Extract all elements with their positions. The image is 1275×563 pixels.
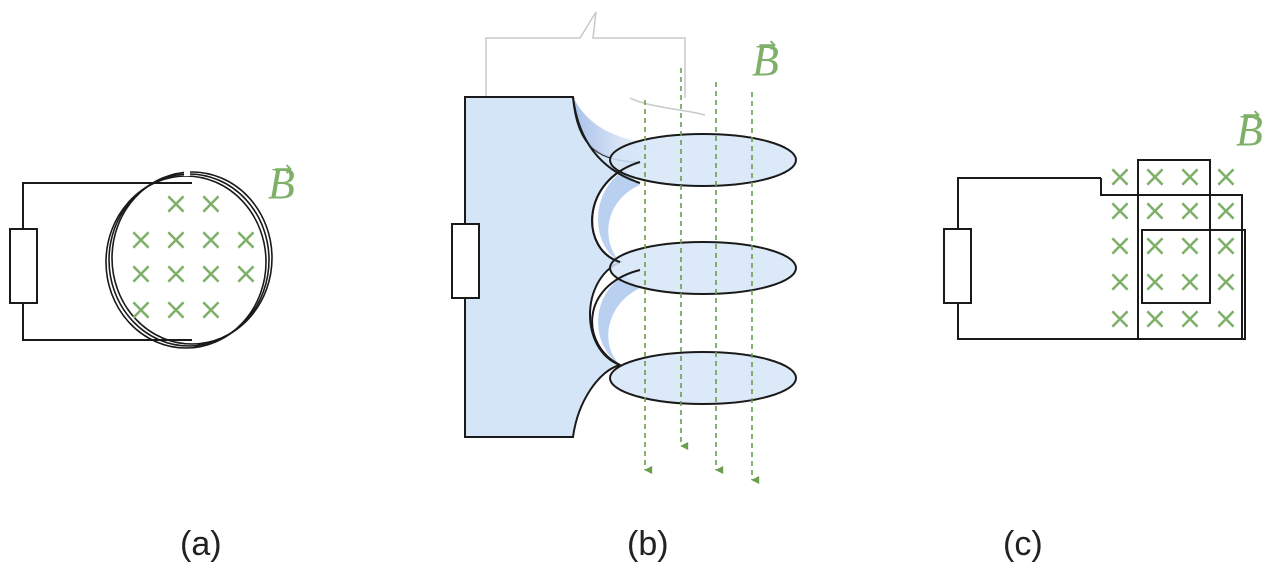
- field-cross-icon: ×: [1213, 194, 1238, 229]
- field-cross-icon: ×: [198, 257, 223, 292]
- field-cross-icon: ×: [198, 187, 223, 222]
- field-cross-icon: ×: [128, 223, 153, 258]
- panel-a-caption: (a): [180, 525, 222, 563]
- panel-b-field-arrows: [644, 68, 760, 484]
- field-cross-icon: ×: [163, 223, 188, 258]
- field-cross-icon: ×: [1213, 302, 1238, 337]
- field-cross-icon: ×: [1213, 229, 1238, 264]
- field-cross-icon: ×: [1142, 194, 1167, 229]
- panel-a-field-label: B: [268, 159, 295, 208]
- panel-c-resistor: [943, 228, 972, 304]
- field-cross-icon: ×: [1142, 160, 1167, 195]
- panel-a-resistor: [9, 228, 38, 304]
- field-cross-icon: ×: [1177, 194, 1202, 229]
- field-cross-icon: ×: [1107, 160, 1132, 195]
- field-cross-icon: ×: [1107, 302, 1132, 337]
- field-cross-icon: ×: [163, 293, 188, 328]
- panel-a-vector-arrow: →: [274, 157, 292, 182]
- panel-c-vector-arrow: →: [1242, 103, 1260, 128]
- field-cross-icon: ×: [1177, 302, 1202, 337]
- panel-a: ××××××××××××× B → (a): [9, 157, 295, 563]
- field-cross-icon: ×: [128, 293, 153, 328]
- panel-c-field-label: B: [1236, 106, 1263, 155]
- field-cross-icon: ×: [1213, 160, 1238, 195]
- panel-a-circuit-wire: [22, 182, 192, 341]
- field-cross-icon: ×: [163, 187, 188, 222]
- panel-c-circuit-wire: [957, 159, 1246, 340]
- field-cross-icon: ×: [1142, 229, 1167, 264]
- panel-b-top-wire: [485, 11, 686, 98]
- field-cross-icon: ×: [128, 257, 153, 292]
- field-cross-icon: ×: [1177, 229, 1202, 264]
- panel-c-field-crosses: ××××××××××××××××××××: [1107, 160, 1238, 337]
- field-cross-icon: ×: [1107, 194, 1132, 229]
- panel-b-resistor: [451, 223, 480, 299]
- field-cross-icon: ×: [1107, 265, 1132, 300]
- field-cross-icon: ×: [198, 293, 223, 328]
- panel-b-coil-rings: [609, 133, 797, 405]
- field-cross-icon: ×: [1177, 160, 1202, 195]
- panel-b-caption: (b): [627, 525, 669, 563]
- field-cross-icon: ×: [1142, 302, 1167, 337]
- field-cross-icon: ×: [1213, 265, 1238, 300]
- field-cross-icon: ×: [163, 257, 188, 292]
- panel-b-vector-arrow: →: [758, 33, 776, 58]
- field-cross-icon: ×: [1177, 265, 1202, 300]
- field-cross-icon: ×: [1142, 265, 1167, 300]
- panel-b: B → (b): [451, 11, 797, 563]
- panel-b-field-label: B: [752, 36, 779, 85]
- field-cross-icon: ×: [1107, 229, 1132, 264]
- panel-c-caption: (c): [1003, 525, 1043, 563]
- field-cross-icon: ×: [233, 257, 258, 292]
- panel-a-field-crosses: ×××××××××××××: [128, 187, 258, 328]
- field-cross-icon: ×: [233, 223, 258, 258]
- panel-c: ×××××××××××××××××××× B → (c): [943, 103, 1263, 563]
- field-cross-icon: ×: [198, 223, 223, 258]
